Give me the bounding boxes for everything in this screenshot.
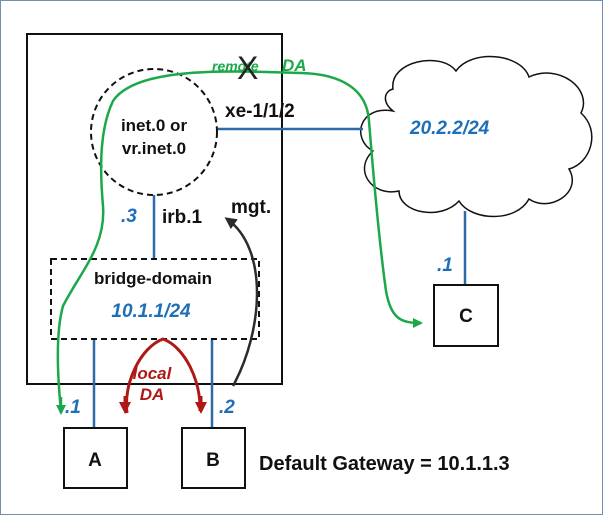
local-label-1: local [133,364,173,383]
interface-label: xe-1/1/2 [225,101,295,122]
irb-label: irb.1 [162,207,203,228]
host-a-label: A [88,450,102,471]
cloud-subnet-label: 20.2.2/24 [409,118,490,139]
host-b-address: .2 [219,397,235,418]
mgt-label: mgt. [231,197,271,218]
bridge-domain-box [50,258,260,340]
remote-label-1: remote [212,58,259,74]
host-b-box [181,427,246,489]
mgt-path [224,217,259,387]
cloud-network [359,55,593,218]
host-a-address: .1 [65,397,81,418]
host-b-label: B [206,450,220,471]
bridge-domain-title: bridge-domain [94,269,212,288]
default-gateway-note: Default Gateway = 10.1.1.3 [259,453,510,475]
host-c-label: C [459,306,473,327]
router-box [26,33,283,385]
remote-da-path [56,70,423,412]
blocked-x-mark: X [237,50,258,86]
local-da-path [124,337,202,414]
irb-address-label: .3 [121,206,137,227]
rib-label-line2: vr.inet.0 [122,139,186,158]
rib-label-line1: inet.0 or [121,116,188,135]
rib-circle [90,68,218,196]
bridge-domain-subnet: 10.1.1/24 [111,301,191,322]
host-a-box [63,427,128,489]
host-c-address: .1 [437,255,453,276]
local-label-2: DA [140,385,165,404]
host-c-box [433,284,499,347]
remote-label-2: DA [282,56,307,75]
